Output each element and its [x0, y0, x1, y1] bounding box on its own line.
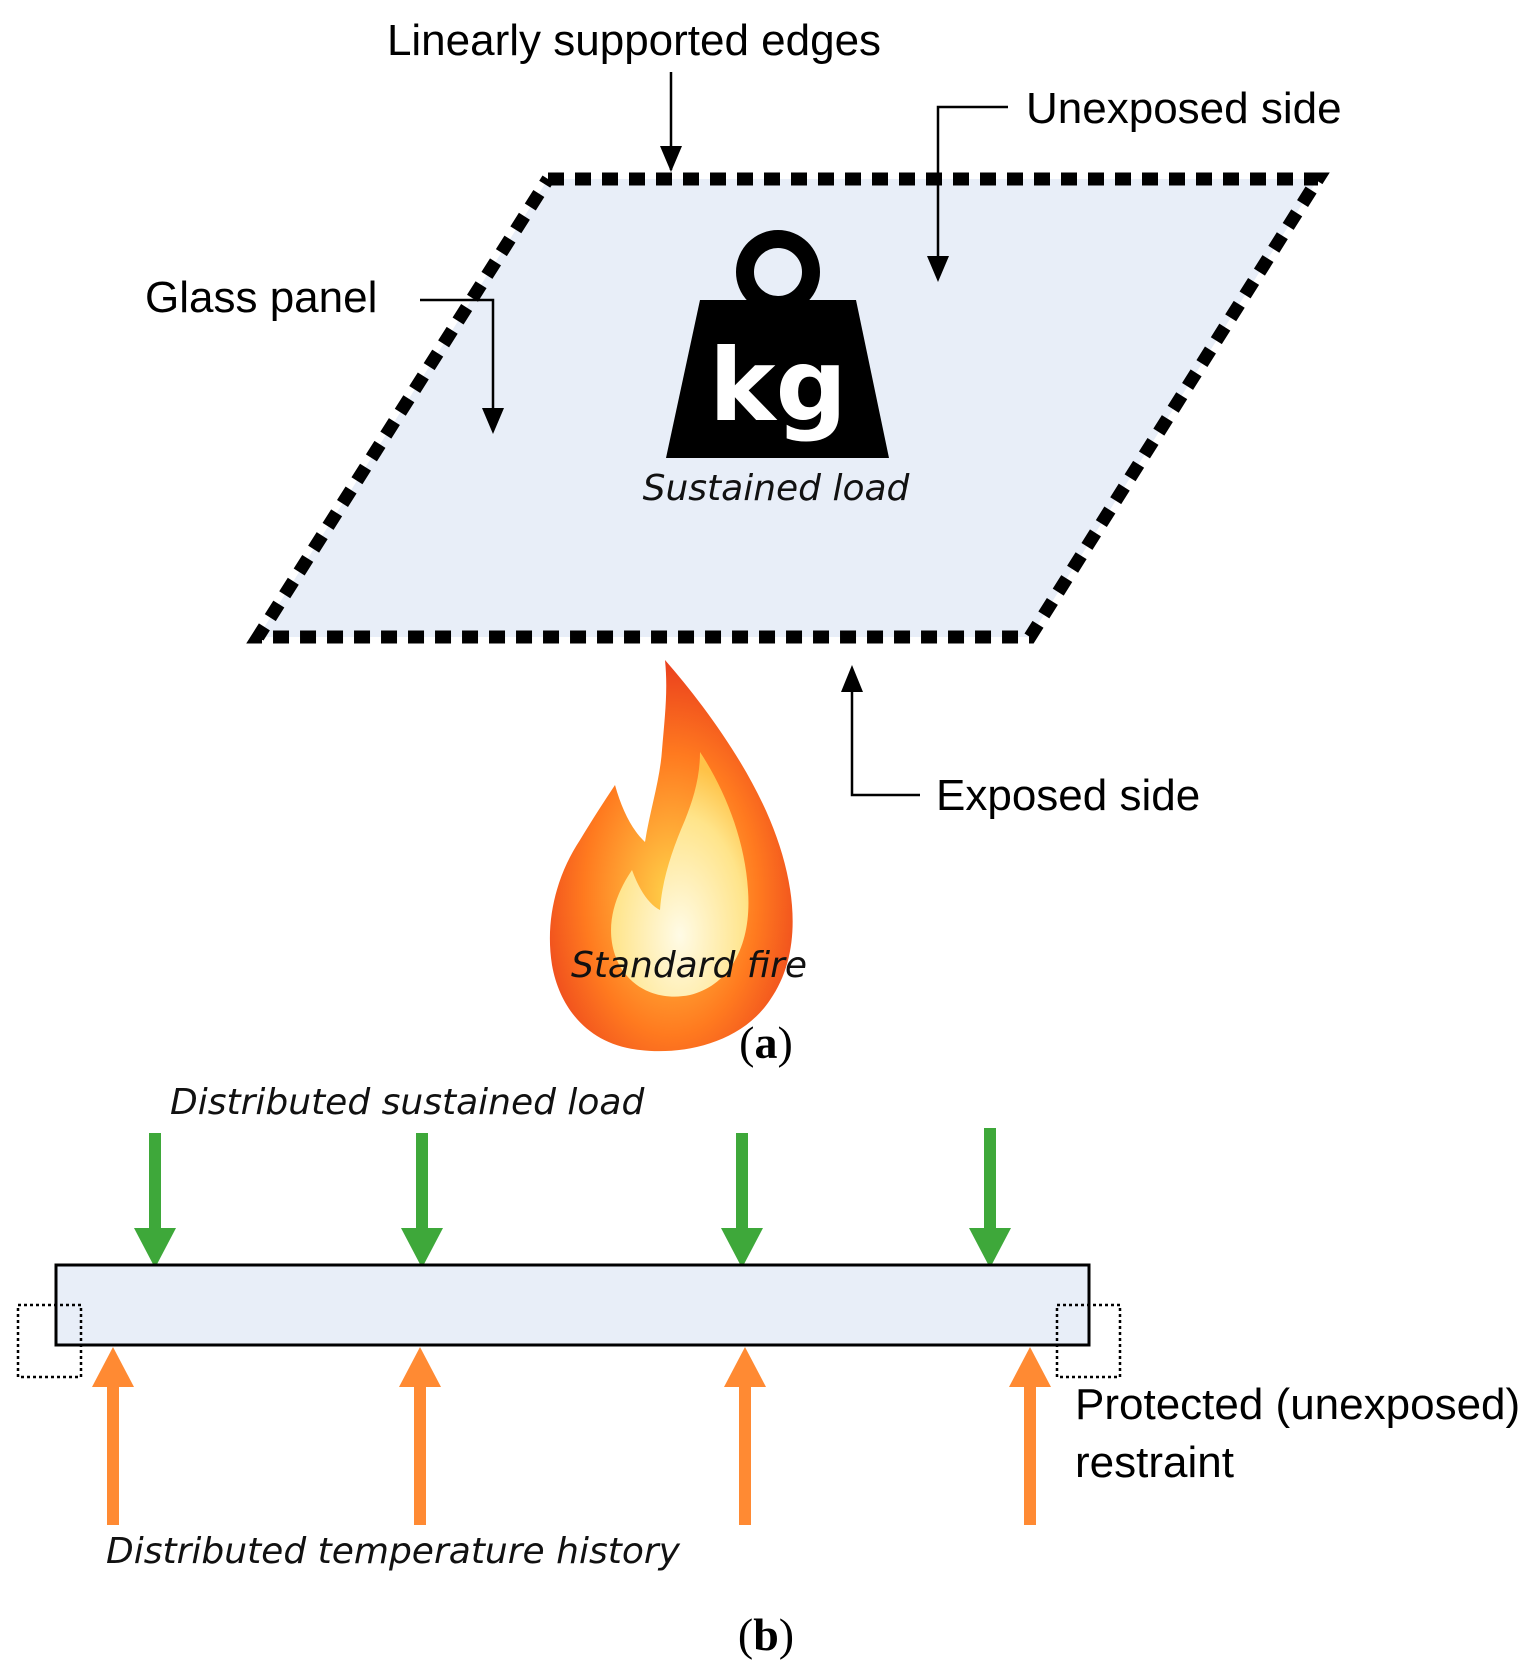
label-sustained-load: Sustained load: [643, 468, 911, 509]
restraint-left: [16, 1303, 83, 1379]
label-exposed-side: Exposed side: [936, 771, 1200, 820]
load-arrow: [401, 1133, 443, 1268]
leader-glass-panel: [420, 298, 495, 408]
panel-a: Linearly supported edges Unexposed side …: [145, 16, 1342, 1068]
fire-icon: [549, 660, 793, 1052]
temperature-arrow: [399, 1347, 441, 1525]
load-arrow: [721, 1133, 763, 1268]
load-arrow: [969, 1128, 1011, 1268]
restraint-right: [1055, 1303, 1122, 1379]
label-standard-fire: Standard fire: [571, 945, 807, 986]
temperature-arrow: [92, 1347, 134, 1525]
label-protected-restraint-line1: Protected (unexposed): [1075, 1380, 1520, 1429]
leader-exposed-side: [850, 690, 920, 797]
weight-kg-icon: kg: [666, 230, 889, 458]
label-unexposed-side: Unexposed side: [1026, 84, 1342, 133]
label-distributed-sustained-load: Distributed sustained load: [170, 1082, 645, 1123]
temperature-arrow: [1009, 1347, 1051, 1525]
label-protected-restraint: Protected (unexposed) restraint: [1075, 1380, 1532, 1487]
caption-a: (a): [739, 1017, 793, 1068]
weight-kg-text: kg: [709, 327, 847, 444]
temperature-arrow: [724, 1347, 766, 1525]
leader-unexposed-side: [936, 105, 1008, 256]
label-linearly-supported-edges: Linearly supported edges: [387, 16, 881, 65]
load-arrow: [134, 1133, 176, 1268]
glass-beam: [54, 1263, 1091, 1347]
caption-b: (b): [738, 1609, 794, 1660]
supported-edge-dotted-outline: [246, 172, 1330, 644]
label-distributed-temperature-history: Distributed temperature history: [106, 1531, 681, 1572]
panel-b: Distributed sustained load: [16, 1082, 1532, 1660]
label-protected-restraint-line2: restraint: [1075, 1438, 1234, 1487]
label-glass-panel: Glass panel: [145, 273, 377, 322]
